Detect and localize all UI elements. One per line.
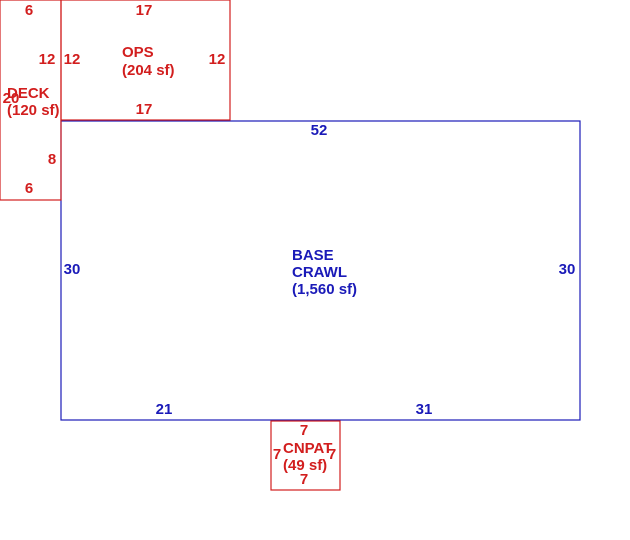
- base-dim-bottom-right: 31: [416, 401, 433, 418]
- ops-label-line1: OPS: [122, 44, 154, 61]
- ops-dim-left: 12: [64, 51, 81, 68]
- cnpat-label-area: (49 sf): [283, 457, 327, 474]
- base-label-line2: CRAWL: [292, 264, 347, 281]
- deck-label-line1: DECK: [7, 85, 50, 102]
- base-dim-left: 30: [64, 261, 81, 278]
- deck-outline: [0, 0, 62, 201]
- deck-dim-right-top: 12: [39, 51, 56, 68]
- base-outline: [60, 120, 581, 421]
- cnpat-dim-top: 7: [300, 422, 308, 439]
- base-dim-top: 52: [311, 122, 328, 139]
- cnpat-dim-right: 7: [328, 446, 336, 463]
- ops-label-area: (204 sf): [122, 62, 175, 79]
- deck-label-area: (120 sf): [7, 102, 60, 119]
- base-label-line1: BASE: [292, 247, 334, 264]
- base-label-area: (1,560 sf): [292, 281, 357, 298]
- ops-dim-right: 12: [209, 51, 226, 68]
- base-dim-right: 30: [559, 261, 576, 278]
- deck-dim-right-bottom: 8: [48, 151, 56, 168]
- deck-dim-top: 6: [25, 2, 33, 19]
- deck-dim-left: 20: [3, 90, 20, 107]
- cnpat-label-line1: CNPAT: [283, 440, 332, 457]
- base-dim-bottom-left: 21: [156, 401, 173, 418]
- cnpat-dim-bottom: 7: [300, 471, 308, 488]
- ops-dim-bottom: 17: [136, 101, 153, 118]
- deck-dim-bottom: 6: [25, 180, 33, 197]
- cnpat-dim-left: 7: [273, 446, 281, 463]
- cnpat-outline: [270, 420, 341, 491]
- ops-dim-top: 17: [136, 2, 153, 19]
